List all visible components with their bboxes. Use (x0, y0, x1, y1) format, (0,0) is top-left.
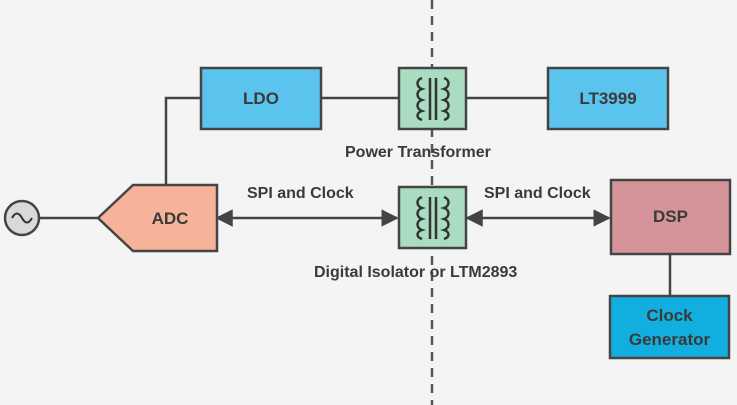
dsp-label: DSP (653, 207, 688, 226)
clock-generator-block (608, 294, 731, 360)
digital-isolator-icon (397, 185, 468, 250)
lt3999-block (546, 66, 670, 131)
power-transformer-icon (397, 66, 468, 131)
adc-label: ADC (151, 209, 189, 228)
adc-block (96, 183, 219, 253)
clock-generator-label-line1: Clock (646, 306, 693, 325)
wire-adc-to-ldo (164, 96, 201, 185)
power-transformer-label: Power Transformer (345, 144, 491, 161)
digital-isolator-label: Digital Isolator or LTM2893 (314, 264, 518, 281)
ldo-block (199, 66, 323, 131)
ldo-label: LDO (243, 89, 279, 108)
spi-clock-label-right: SPI and Clock (484, 185, 591, 202)
dsp-block (609, 178, 732, 256)
signal-source-icon (3, 199, 41, 237)
lt3999-label: LT3999 (579, 89, 637, 108)
clock-generator-label-line2: Generator (628, 330, 711, 349)
spi-clock-label-left: SPI and Clock (247, 185, 354, 202)
